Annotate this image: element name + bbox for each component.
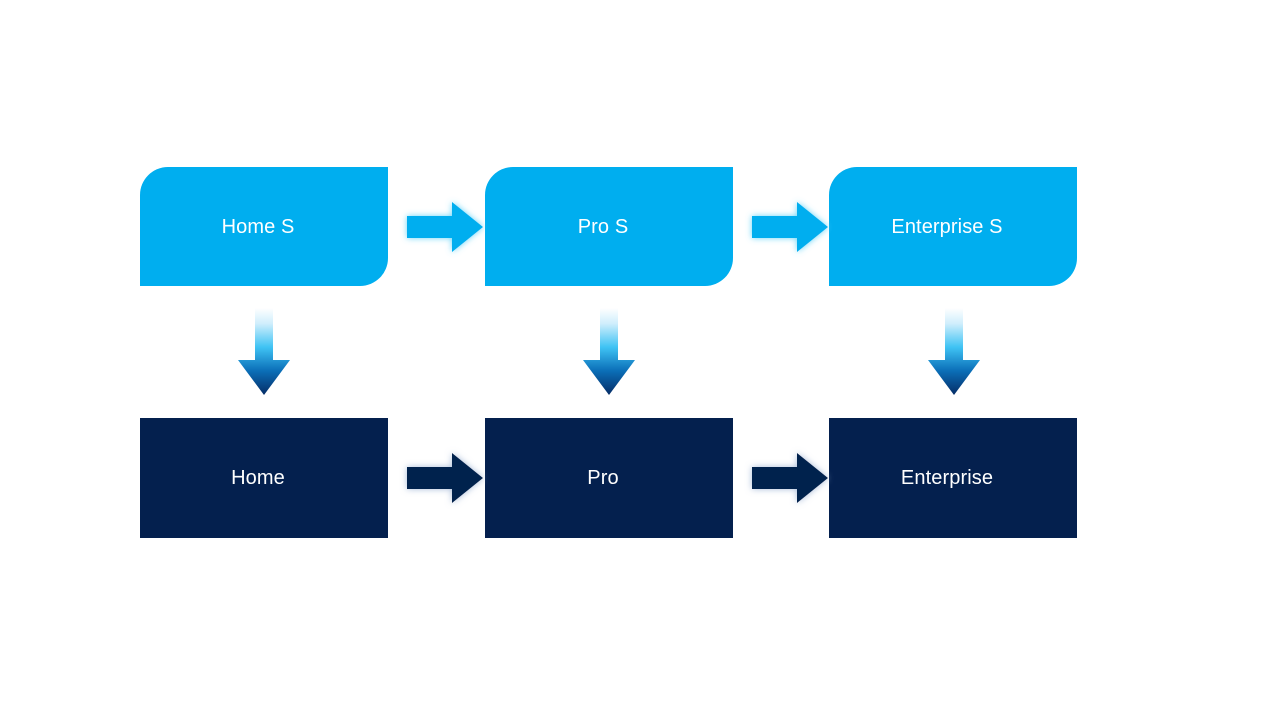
arrow-right-icon-pro-to-enterprise	[750, 450, 830, 506]
node-label-enterprise: Enterprise	[900, 467, 994, 489]
node-pro-s[interactable]: Pro S	[485, 167, 733, 286]
node-enterprise[interactable]: Enterprise	[829, 418, 1077, 538]
arrow-down-icon-enterprise-s-to-enterprise	[923, 306, 985, 398]
node-label-pro: Pro	[587, 467, 619, 489]
node-pro[interactable]: Pro	[485, 418, 733, 538]
arrow-down-icon-pro-s-to-pro	[578, 306, 640, 398]
node-label-home-s: Home S	[221, 215, 295, 238]
arrow-right-icon-home-s-to-pro-s	[405, 199, 485, 255]
arrow-right-icon-home-to-pro	[405, 450, 485, 506]
node-home[interactable]: Home	[140, 418, 388, 538]
node-label-pro-s: Pro S	[577, 215, 629, 238]
node-label-enterprise-s: Enterprise S	[891, 215, 1003, 238]
arrow-right-icon-pro-s-to-enterprise-s	[750, 199, 830, 255]
node-label-home: Home	[231, 467, 285, 489]
node-home-s[interactable]: Home S	[140, 167, 388, 286]
arrow-down-icon-home-s-to-home	[233, 306, 295, 398]
node-enterprise-s[interactable]: Enterprise S	[829, 167, 1077, 286]
